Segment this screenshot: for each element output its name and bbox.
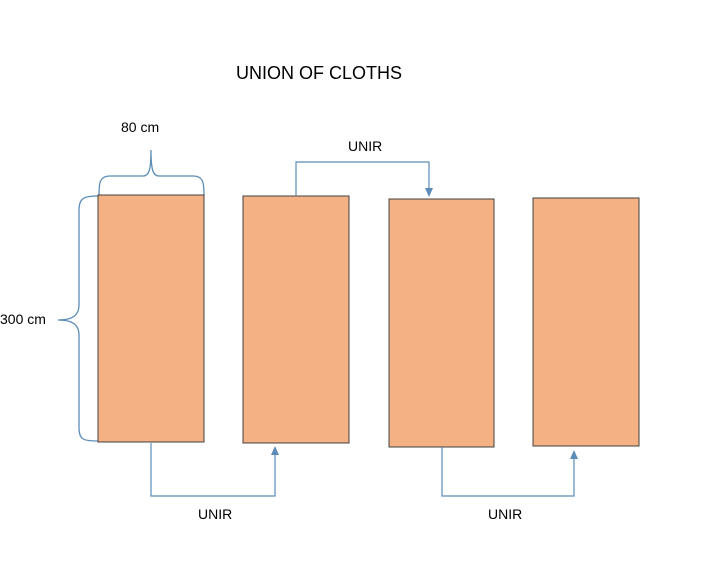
cloth-2: [242, 195, 350, 444]
cloth-3: [388, 198, 495, 448]
join-2-arrowhead: [425, 188, 433, 197]
join-1: UNIR: [150, 443, 279, 522]
join-3-connector: [441, 447, 575, 497]
join-1-label: UNIR: [198, 506, 232, 522]
width-brace: [98, 149, 205, 196]
join-2: UNIR: [295, 138, 433, 197]
join-3-label: UNIR: [488, 506, 522, 522]
join-3-arrowhead: [570, 450, 578, 459]
join-3: UNIR: [441, 447, 578, 522]
height-brace: [57, 195, 99, 442]
height-label: 300 cm: [0, 311, 46, 327]
diagram-title: UNION OF CLOTHS: [236, 63, 402, 83]
join-2-label: UNIR: [348, 138, 382, 154]
join-1-arrowhead: [271, 446, 279, 455]
cloth-1: [97, 194, 205, 443]
cloth-4: [532, 197, 640, 447]
join-1-connector: [150, 443, 276, 497]
cloth-group: [97, 194, 640, 448]
join-2-connector: [295, 161, 430, 196]
width-label: 80 cm: [121, 119, 159, 135]
